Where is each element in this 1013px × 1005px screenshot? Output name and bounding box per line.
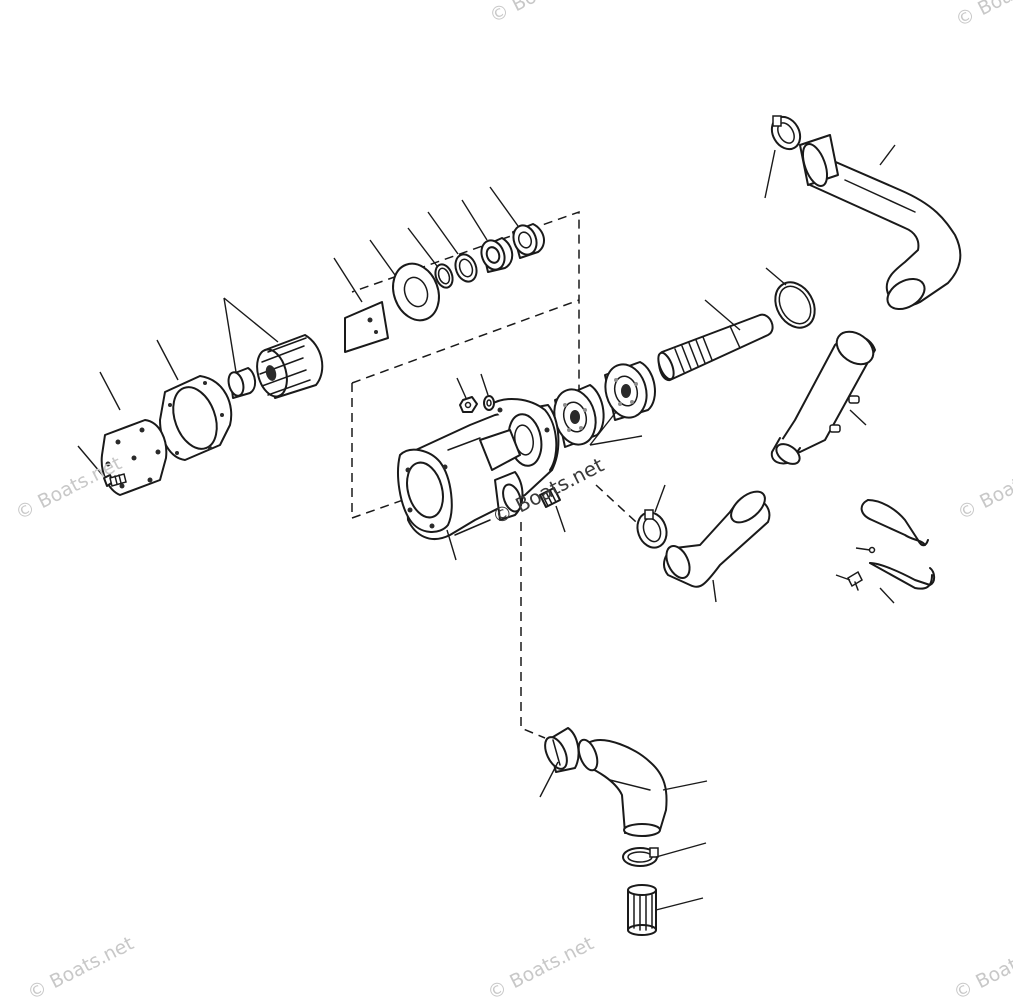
oil-seal xyxy=(480,237,514,273)
snap-ring xyxy=(434,263,454,289)
muffler-canister xyxy=(770,330,876,465)
nut xyxy=(459,396,478,413)
upper-hose-clamp xyxy=(770,115,802,151)
inlet-fitting xyxy=(544,727,580,773)
seal-ring-outer xyxy=(512,223,545,259)
housing-plug xyxy=(539,487,561,508)
lower-hose-clamp xyxy=(622,847,659,867)
pump-shaft xyxy=(657,313,774,381)
retaining-clip-lower xyxy=(868,546,936,590)
middle-hose-clamp xyxy=(636,509,668,549)
pump-housing xyxy=(397,398,560,540)
spacer-ring xyxy=(454,253,478,283)
impeller xyxy=(256,334,324,399)
cam-plate xyxy=(344,301,389,353)
retaining-clip-upper xyxy=(860,499,929,547)
lower-elbow-hose xyxy=(577,738,668,837)
cover-screw xyxy=(103,473,127,487)
bearing-outer xyxy=(604,361,656,421)
o-ring xyxy=(774,281,816,329)
gasket xyxy=(159,375,233,461)
impeller-insert xyxy=(227,367,256,399)
upper-elbow-hose xyxy=(799,134,962,311)
washer xyxy=(483,395,495,411)
callout-leader-lines xyxy=(77,144,896,911)
small-screw xyxy=(847,570,863,591)
strainer-filter xyxy=(627,884,657,936)
wear-plate-ring xyxy=(392,262,440,322)
middle-elbow-hose xyxy=(663,490,771,588)
